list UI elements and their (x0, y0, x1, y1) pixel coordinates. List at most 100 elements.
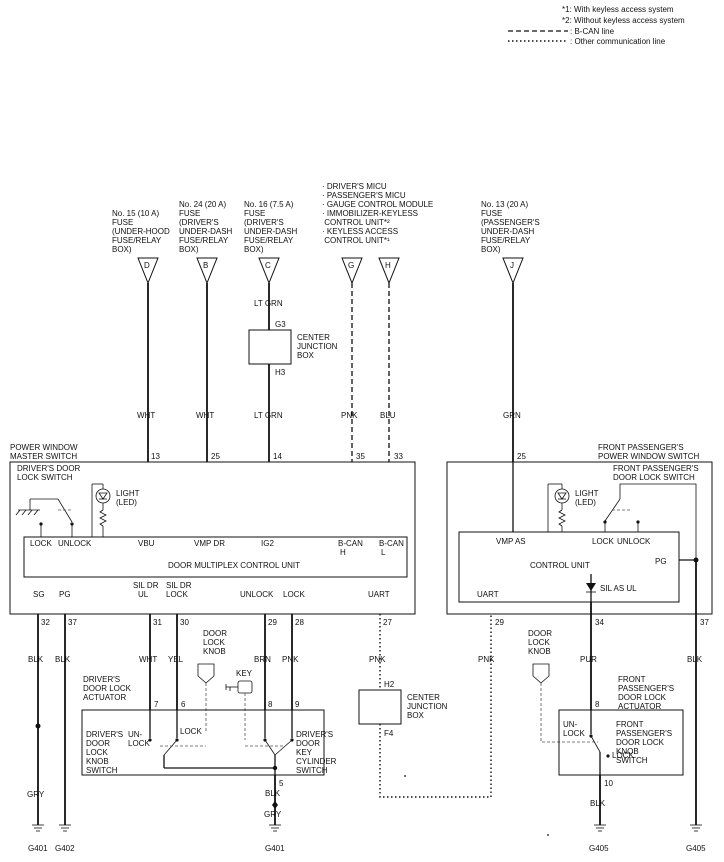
svg-text:10: 10 (604, 779, 613, 788)
svg-text:LIGHT(LED): LIGHT(LED) (116, 489, 140, 507)
svg-text:BLK: BLK (265, 789, 281, 798)
svg-text:LIGHT(LED): LIGHT(LED) (575, 489, 599, 507)
svg-text:32: 32 (41, 618, 50, 627)
svg-text:UN-LOCK: UN-LOCK (128, 730, 150, 748)
fp-led-light-icon: LIGHT(LED) (547, 483, 599, 532)
svg-text:UNLOCK: UNLOCK (617, 537, 651, 546)
svg-text:9: 9 (295, 700, 300, 709)
svg-text:H3: H3 (275, 368, 286, 377)
svg-text:30: 30 (180, 618, 189, 627)
svg-text:5: 5 (279, 779, 284, 788)
svg-text:YEL: YEL (168, 655, 184, 664)
svg-text:GRY: GRY (264, 810, 282, 819)
svg-text:BLK: BLK (687, 655, 703, 664)
top-wire-colors: WHT WHT LT GRN PNK BLU GRN (137, 411, 521, 420)
legend-bcan-label: : B-CAN line (570, 27, 615, 36)
svg-text:UART: UART (368, 590, 390, 599)
svg-text:G3: G3 (275, 320, 286, 329)
key-cylinder-switch-icon (245, 710, 294, 775)
svg-text:GRY: GRY (27, 790, 45, 799)
svg-text:H: H (385, 261, 391, 270)
svg-text:J: J (510, 261, 514, 270)
svg-text:LT GRN: LT GRN (254, 299, 283, 308)
svg-text:WHT: WHT (137, 411, 155, 420)
svg-text:34: 34 (595, 618, 604, 627)
svg-text:8: 8 (595, 700, 600, 709)
svg-text:LOCK: LOCK (180, 727, 202, 736)
svg-text:33: 33 (394, 452, 403, 461)
connector-d: D (137, 257, 159, 285)
svg-text:31: 31 (153, 618, 162, 627)
fp-knob-switch-icon (589, 710, 610, 775)
svg-text:G405: G405 (589, 844, 609, 853)
bottom-pin-numbers: 32 37 31 30 29 28 27 (41, 618, 392, 627)
svg-text:SIL AS UL: SIL AS UL (600, 584, 637, 593)
wire-uart-lower (379, 614, 492, 798)
ground-icon-g401 (32, 824, 44, 832)
svg-text:G405: G405 (686, 844, 706, 853)
connector-b: B (196, 257, 218, 285)
svg-text:14: 14 (273, 452, 282, 461)
led-light-icon: LIGHT(LED) (91, 483, 140, 537)
control-unit-title: DOOR MULTIPLEX CONTROL UNIT (168, 561, 300, 570)
ground-icon-g401b (269, 824, 281, 832)
svg-text:B: B (203, 261, 208, 270)
ground-icon-g402 (59, 824, 71, 832)
svg-text:BRN: BRN (254, 655, 271, 664)
svg-text:28: 28 (295, 618, 304, 627)
svg-text:PG: PG (655, 557, 667, 566)
svg-text:PUR: PUR (580, 655, 597, 664)
bottom-wire-colors: BLK BLK WHT YEL BRN PNK PNK (28, 655, 386, 664)
svg-text:UART: UART (477, 590, 499, 599)
left-ground-labels: GRY G401 G402 G401 (27, 790, 285, 853)
svg-text:37: 37 (700, 618, 709, 627)
splice-sg (35, 723, 41, 729)
svg-text:PNK: PNK (282, 655, 299, 664)
svg-text:29: 29 (495, 618, 504, 627)
legend-other-label: : Other communication line (570, 37, 666, 46)
ground-icon-g405a (594, 824, 606, 832)
svg-text:VMP AS: VMP AS (496, 537, 526, 546)
input-vbu-label: VBU (138, 539, 155, 548)
door-multiplex-control-unit (23, 536, 408, 578)
svg-text:CONTROL UNIT: CONTROL UNIT (530, 561, 590, 570)
svg-text:G401: G401 (28, 844, 48, 853)
connector-j: J (502, 257, 524, 285)
legend: *1: With keyless access system *2: Witho… (508, 5, 685, 46)
svg-text:PNK: PNK (341, 411, 358, 420)
svg-text:KEY: KEY (236, 669, 253, 678)
svg-text:UN-LOCK: UN-LOCK (563, 720, 585, 738)
svg-text:G: G (348, 261, 354, 270)
switch-ground-icon (15, 498, 58, 516)
svg-text:UNLOCK: UNLOCK (240, 590, 274, 599)
svg-text:BLK: BLK (55, 655, 71, 664)
svg-text:27: 27 (383, 618, 392, 627)
svg-text:· DRIVER'S MICU· PASSENGER'S M: · DRIVER'S MICU· PASSENGER'S MICU· GAUGE… (322, 182, 433, 245)
svg-text:25: 25 (211, 452, 220, 461)
svg-text:SG: SG (33, 590, 45, 599)
knob-switch-icon (148, 710, 275, 769)
